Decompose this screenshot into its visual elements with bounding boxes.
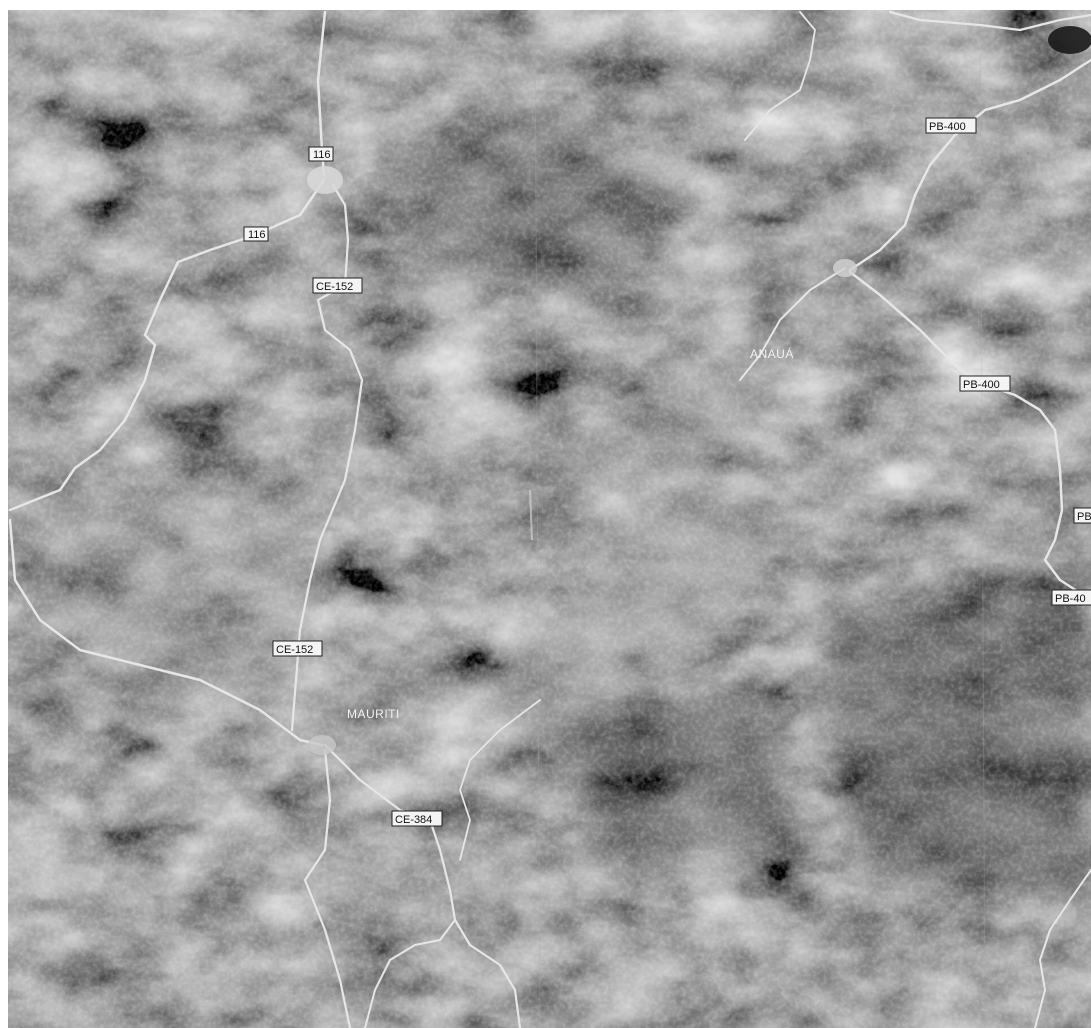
road-west-mauriti[interactable]	[8, 518, 324, 747]
road-pb400-north[interactable]	[848, 58, 1091, 272]
shield-pb400-north-text: PB-400	[929, 121, 966, 133]
shield-br116-b-text: 116	[248, 229, 266, 241]
town-markers	[307, 26, 1091, 755]
town-area-north	[307, 166, 343, 194]
road-br116-north[interactable]	[316, 10, 327, 177]
road-network	[8, 10, 1091, 1028]
shield-ce152-south-text: CE-152	[276, 644, 313, 656]
shield-br116-a[interactable]: 116	[308, 146, 334, 162]
road-secondary-ridge[interactable]	[459, 699, 541, 861]
town-area-mauriti	[308, 735, 336, 755]
shield-br116-a-text: 116	[313, 149, 331, 161]
road-north-central[interactable]	[744, 11, 816, 141]
shield-ce384-text: CE-384	[395, 814, 432, 826]
shield-pb-east-partial[interactable]: PB	[1073, 507, 1091, 524]
shield-ce152-south[interactable]: CE-152	[272, 640, 323, 657]
shield-ce152-north[interactable]: CE-152	[312, 277, 363, 294]
road-pb400-east[interactable]	[848, 270, 1091, 602]
shield-pb400-mid[interactable]: PB-400	[959, 375, 1011, 392]
shield-br116-b[interactable]: 116	[243, 226, 269, 242]
road-northeast-top[interactable]	[888, 10, 1091, 32]
road-east-spur[interactable]	[1034, 869, 1091, 1028]
place-label-anaua: ANAUÁ	[750, 346, 794, 361]
road-ce384[interactable]	[323, 743, 522, 1028]
place-label-mauriti: MAURITI	[347, 707, 400, 721]
shield-pb400-mid-text: PB-400	[963, 379, 1000, 391]
road-ce152-south[interactable]	[303, 748, 352, 1028]
road-secondary-south[interactable]	[364, 919, 456, 1028]
road-ce152-north[interactable]	[290, 183, 364, 732]
shield-pb-east-partial-text: PB	[1077, 511, 1091, 523]
shield-pb400-east-partial-text: PB-40	[1055, 593, 1086, 605]
shield-ce384[interactable]: CE-384	[391, 810, 443, 827]
shield-ce152-north-text: CE-152	[316, 281, 353, 293]
road-anaua-southwest[interactable]	[739, 267, 846, 381]
town-area-anaua	[833, 259, 857, 277]
shield-pb400-north[interactable]: PB-400	[925, 117, 977, 134]
shield-pb400-east-partial[interactable]: PB-40	[1051, 589, 1091, 606]
imagery-layer	[8, 10, 1091, 1028]
